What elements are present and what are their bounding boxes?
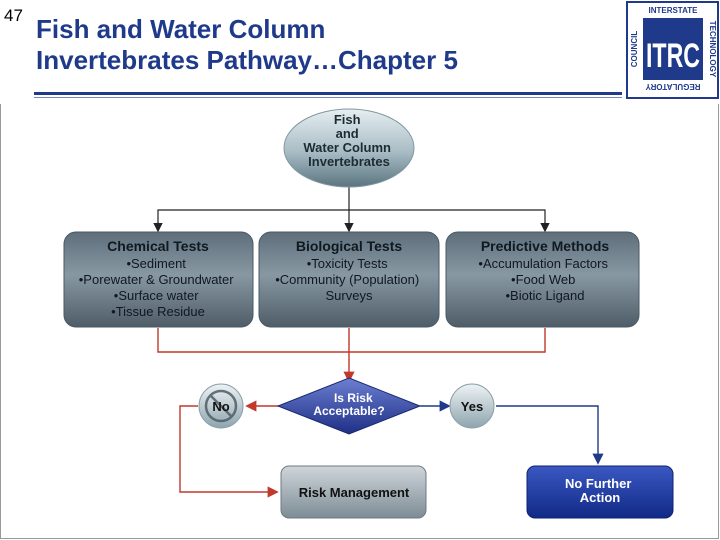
- decision-line-2: Acceptable?: [313, 404, 384, 418]
- svg-text:No Further Action: No Further Action: [565, 476, 635, 505]
- no-further-action-line-2: Action: [580, 490, 621, 505]
- title-underline: [34, 92, 622, 95]
- logo-ring-top: INTERSTATE: [648, 6, 698, 15]
- box-chemical-item-3: •Surface water: [114, 288, 199, 303]
- risk-management-label: Risk Management: [299, 485, 410, 500]
- logo-ring-left: COUNCIL: [630, 31, 639, 68]
- box-chemical-item-4: •Tissue Residue: [111, 304, 205, 319]
- box-predictive-item-3: •Biotic Ligand: [506, 288, 585, 303]
- top-connectors: [153, 186, 550, 233]
- box-biological-item-2: •Community (Population): [275, 272, 419, 287]
- title-line-1: Fish and Water Column: [36, 14, 326, 44]
- logo-main-text: ITRC: [646, 37, 700, 75]
- box-predictive-heading: Predictive Methods: [481, 238, 610, 254]
- title-line-2: Invertebrates Pathway…Chapter 5: [36, 45, 458, 75]
- decision-is-risk-acceptable: Is Risk Acceptable?: [276, 377, 422, 435]
- blue-connectors: [420, 400, 604, 465]
- start-node-line-1: Fish: [334, 112, 361, 127]
- box-chemical-item-2: •Porewater & Groundwater: [79, 272, 235, 287]
- box-biological-item-3: Surveys: [326, 288, 373, 303]
- start-node-line-4: Invertebrates: [308, 154, 390, 169]
- no-further-action-line-1: No Further: [565, 476, 631, 491]
- decision-line-1: Is Risk: [334, 391, 373, 405]
- box-predictive-methods: Predictive Methods •Accumulation Factors…: [445, 231, 640, 328]
- svg-text:•Toxicity Tests •Communi: •Toxicity Tests •Community (Population) …: [275, 256, 423, 303]
- no-further-action-box: No Further Action: [526, 465, 674, 519]
- start-node-fish: Fish and Water Column Invertebrates: [283, 108, 415, 188]
- box-chemical-item-1: •Sediment: [126, 256, 186, 271]
- title-underline-thin: [34, 97, 622, 98]
- slide-title: Fish and Water Column Invertebrates Path…: [36, 14, 616, 76]
- box-chemical-tests: Chemical Tests •Sediment •Porewater & Gr…: [63, 231, 254, 328]
- box-biological-item-1: •Toxicity Tests: [307, 256, 388, 271]
- start-node-line-2: and: [336, 126, 359, 141]
- logo-ring-right: TECHNOLOGY: [708, 21, 717, 78]
- no-node: No: [198, 383, 244, 429]
- content-frame: [0, 104, 719, 539]
- svg-text:•Sediment •Porewater & G: •Sediment •Porewater & Groundwater •Surf…: [79, 256, 237, 319]
- no-label: No: [212, 399, 229, 414]
- box-predictive-item-1: •Accumulation Factors: [478, 256, 608, 271]
- svg-text:•Accumulation Factors •F: •Accumulation Factors •Food Web •Biotic …: [478, 256, 611, 303]
- yes-label: Yes: [461, 399, 483, 414]
- red-connectors: [157, 328, 546, 498]
- no-symbol-icon: [204, 389, 238, 423]
- slide-number: 47: [4, 6, 23, 25]
- box-biological-tests: Biological Tests •Toxicity Tests •Commun…: [258, 231, 440, 328]
- start-node-line-3: Water Column: [303, 140, 391, 155]
- yes-node: Yes: [449, 383, 495, 429]
- logo-ring-bottom: REGULATORY: [645, 82, 701, 91]
- box-predictive-item-2: •Food Web: [511, 272, 575, 287]
- itrc-logo: ITRC INTERSTATE REGULATORY COUNCIL TECHN…: [626, 1, 719, 99]
- box-biological-heading: Biological Tests: [296, 238, 403, 254]
- svg-text:Fish and Water Col: Fish and Water Column Invertebrates: [303, 112, 394, 169]
- box-chemical-heading: Chemical Tests: [107, 238, 209, 254]
- risk-management-box: Risk Management: [280, 465, 427, 519]
- svg-text:Is Risk Acceptable?: Is Risk Acceptable?: [313, 391, 384, 418]
